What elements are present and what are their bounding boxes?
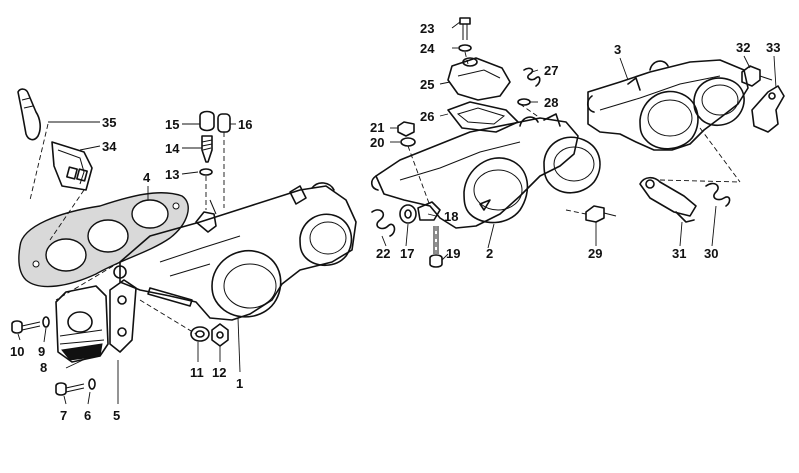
callout-3: 3 — [614, 42, 621, 57]
part-27-spring — [523, 67, 541, 87]
part-3-rear-manifold — [586, 59, 749, 151]
callout-17: 17 — [400, 246, 414, 261]
callout-26: 26 — [420, 109, 434, 124]
part-22-spring — [371, 209, 396, 237]
part-34-plug — [51, 141, 93, 191]
callout-15: 15 — [165, 117, 179, 132]
callout-18: 18 — [444, 209, 458, 224]
part-2-middle-manifold — [370, 113, 601, 229]
callout-8: 8 — [40, 360, 47, 375]
callout-9: 9 — [38, 344, 45, 359]
part-25-cover — [447, 57, 511, 101]
callout-labels: 35 34 4 15 14 13 16 10 9 8 7 6 5 11 12 1… — [10, 21, 780, 423]
callout-34: 34 — [102, 139, 117, 154]
part-29-nut — [585, 205, 617, 223]
part-12-nut — [211, 323, 229, 347]
alignment-lines — [29, 51, 741, 335]
part-1-front-manifold — [113, 182, 357, 321]
callout-12: 12 — [212, 365, 226, 380]
part-33-bracket — [751, 85, 785, 133]
callout-32: 32 — [736, 40, 750, 55]
part-23-bolt — [459, 17, 471, 40]
part-32-nut — [741, 65, 773, 87]
part-16-sleeve — [217, 113, 231, 133]
callout-27: 27 — [544, 63, 558, 78]
callout-19: 19 — [446, 246, 460, 261]
part-6-washer — [88, 378, 96, 390]
part-24-washer — [458, 44, 472, 52]
part-31-lever — [639, 176, 697, 223]
part-20-washer — [400, 137, 416, 147]
part-18-clip — [417, 201, 441, 221]
part-26-gasket — [447, 101, 519, 133]
callout-23: 23 — [420, 21, 434, 36]
callout-10: 10 — [10, 344, 24, 359]
part-35-connector-boot — [17, 88, 41, 141]
part-9-washer — [42, 316, 50, 328]
callout-24: 24 — [420, 41, 435, 56]
part-21-nut — [397, 121, 415, 137]
callout-28: 28 — [544, 95, 558, 110]
callout-29: 29 — [588, 246, 602, 261]
callout-14: 14 — [165, 141, 180, 156]
callout-2: 2 — [486, 246, 493, 261]
part-4-gasket — [18, 192, 189, 288]
part-10-screw — [11, 320, 41, 334]
part-11-washer — [190, 326, 210, 342]
part-8-throttle-switch — [55, 285, 109, 363]
callout-13: 13 — [165, 167, 179, 182]
callout-22: 22 — [376, 246, 390, 261]
callout-16: 16 — [238, 117, 252, 132]
callout-35: 35 — [102, 115, 116, 130]
callout-5: 5 — [113, 408, 120, 423]
part-28-washer — [517, 98, 531, 106]
callout-11: 11 — [190, 365, 204, 380]
part-19-bolt — [429, 226, 443, 268]
callout-7: 7 — [60, 408, 67, 423]
callout-25: 25 — [420, 77, 434, 92]
part-7-screw — [55, 382, 85, 396]
callout-21: 21 — [370, 120, 384, 135]
part-13-washer — [199, 168, 213, 176]
part-5-bracket — [109, 279, 137, 353]
callout-6: 6 — [84, 408, 91, 423]
callout-31: 31 — [672, 246, 686, 261]
part-17-washer — [399, 204, 417, 224]
callout-4: 4 — [143, 170, 151, 185]
callout-30: 30 — [704, 246, 718, 261]
callout-20: 20 — [370, 135, 384, 150]
callout-1: 1 — [236, 376, 243, 391]
leader-lines — [17, 21, 777, 405]
part-30-spring — [705, 182, 731, 207]
part-15-cap — [199, 110, 215, 132]
part-14-stud — [201, 135, 213, 163]
callout-33: 33 — [766, 40, 780, 55]
